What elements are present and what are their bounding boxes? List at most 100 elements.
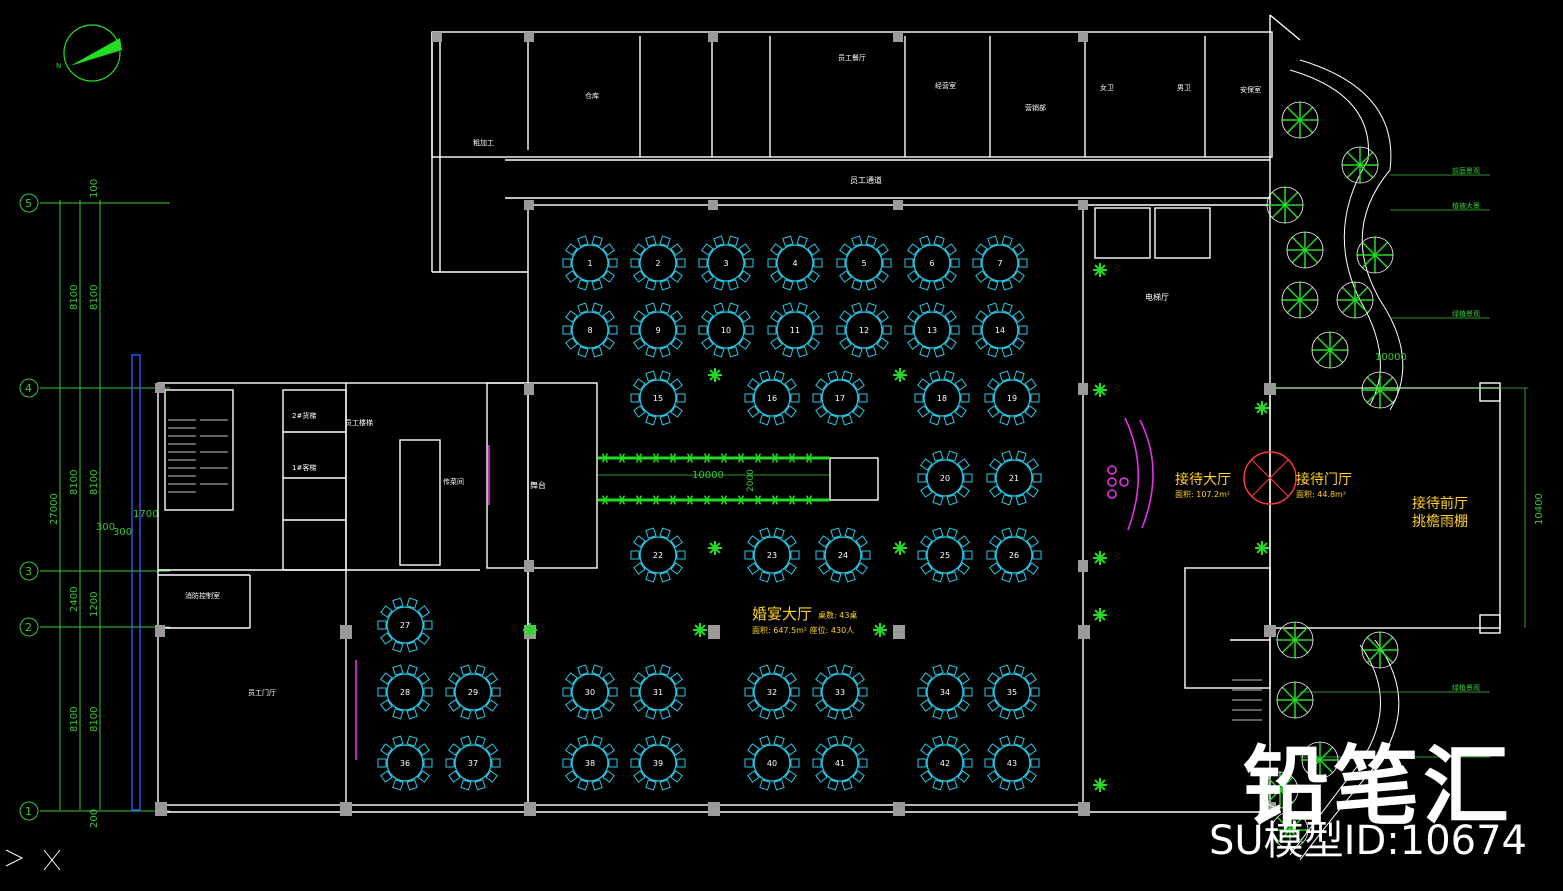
walk-plant [634,495,644,505]
walk-plant [804,453,814,463]
walk-plant [668,495,678,505]
kitchen-label: 仓库 [585,91,599,100]
walk-width: 2000 [746,469,756,492]
entry-area: 面积: 44.8m² [1296,489,1346,499]
banquet-table: 42 [917,735,973,791]
svg-text:36: 36 [400,759,410,768]
walk-plant [685,495,695,505]
banquet-area: 面积: 647.5m² 座位: 430人 [752,625,854,635]
banquet-table: 41 [812,735,868,791]
note-5: 绿化景观 [1452,748,1480,757]
banquet-hall-label: 婚宴大厅 [752,605,812,623]
svg-text:34: 34 [940,688,950,697]
banquet-table: 18 [914,370,970,426]
plant [1093,608,1107,622]
svg-text:37: 37 [468,759,478,768]
plant [523,623,537,637]
canopy-label: 挑檐雨棚 [1412,514,1468,530]
axis-1: 1 [25,805,32,818]
dim2-seg-6: 200 [89,809,100,828]
plant [693,623,707,637]
svg-text:26: 26 [1009,551,1019,560]
stage-label: 舞台 [530,480,546,490]
security-label: 安保室 [1240,85,1261,94]
banquet-table: 16 [744,370,800,426]
note-1: 前庭景观 [1452,166,1480,175]
axis-2: 2 [25,621,32,634]
office-label: 经营室 [935,81,956,90]
revolving-door [1243,451,1297,505]
banquet-table: 14 [972,302,1028,358]
axis-3: 3 [25,565,32,578]
banquet-table: 40 [744,735,800,791]
svg-text:13: 13 [927,326,937,335]
left-dimensions [19,193,170,821]
banquet-table: 3 [698,235,754,291]
svg-text:33: 33 [835,688,845,697]
plant [1361,371,1399,409]
reception-hall-label: 接待大厅 [1175,471,1231,488]
banquet-table: 21 [986,450,1042,506]
banquet-table: 19 [984,370,1040,426]
note-2: 植被大景 [1452,201,1480,210]
watermark-id: SU模型ID:10674 [1209,818,1527,864]
note-4: 绿植景观 [1452,683,1480,692]
plant [1311,331,1349,369]
banquet-table: 37 [445,735,501,791]
walk-plant [617,495,627,505]
plant [708,541,722,555]
svg-text:23: 23 [767,551,777,560]
banquet-table: 33 [812,664,868,720]
walk-plant [787,453,797,463]
dim2-seg-2: 8100 [89,285,100,310]
elev-2-label: 2#货梯 [292,411,316,420]
dim-h-3: 300 [113,527,132,538]
walk-plant [804,495,814,505]
plant [893,541,907,555]
dim-total: 27000 [49,493,60,525]
svg-text:38: 38 [585,759,595,768]
svg-text:2: 2 [655,259,660,268]
dim2-seg-4: 1200 [89,592,100,617]
banquet-table: 8 [562,302,618,358]
svg-text:18: 18 [937,394,947,403]
svg-text:20: 20 [940,474,950,483]
banquet-table: 22 [630,527,686,583]
banquet-table: 17 [812,370,868,426]
walk-plant [685,453,695,463]
banquet-table: 35 [984,664,1040,720]
dim2-seg-1: 100 [89,179,100,198]
svg-text:3: 3 [723,259,728,268]
svg-text:24: 24 [838,551,848,560]
watermark-title: 铅笔汇 [1243,737,1513,837]
walk-plant [702,495,712,505]
svg-text:31: 31 [653,688,663,697]
banquet-table: 36 [377,735,433,791]
walk-plant [651,453,661,463]
plant [1281,101,1319,139]
banquet-table: 27 [377,597,433,653]
ucs-icon [5,849,61,871]
front-hall-label: 接待前厅 [1412,495,1468,512]
plant [1281,281,1319,319]
plant [1336,281,1374,319]
walk-plant [651,495,661,505]
svg-text:4: 4 [792,259,797,268]
plant [1356,236,1394,274]
banquet-table: 43 [984,735,1040,791]
banquet-table: 30 [562,664,618,720]
plant [1093,551,1107,565]
plant [1093,383,1107,397]
svg-text:22: 22 [653,551,663,560]
dim-seg-4: 8100 [69,707,80,732]
banquet-table: 9 [630,302,686,358]
banquet-table: 13 [904,302,960,358]
walk-plant [787,495,797,505]
banquet-table: 32 [744,664,800,720]
west-entry-label: 员工门厅 [248,688,276,697]
svg-text:19: 19 [1007,394,1017,403]
plant [1261,771,1299,809]
svg-text:10: 10 [721,326,731,335]
dim-h-1: 1700 [133,509,158,520]
svg-text:29: 29 [468,688,478,697]
